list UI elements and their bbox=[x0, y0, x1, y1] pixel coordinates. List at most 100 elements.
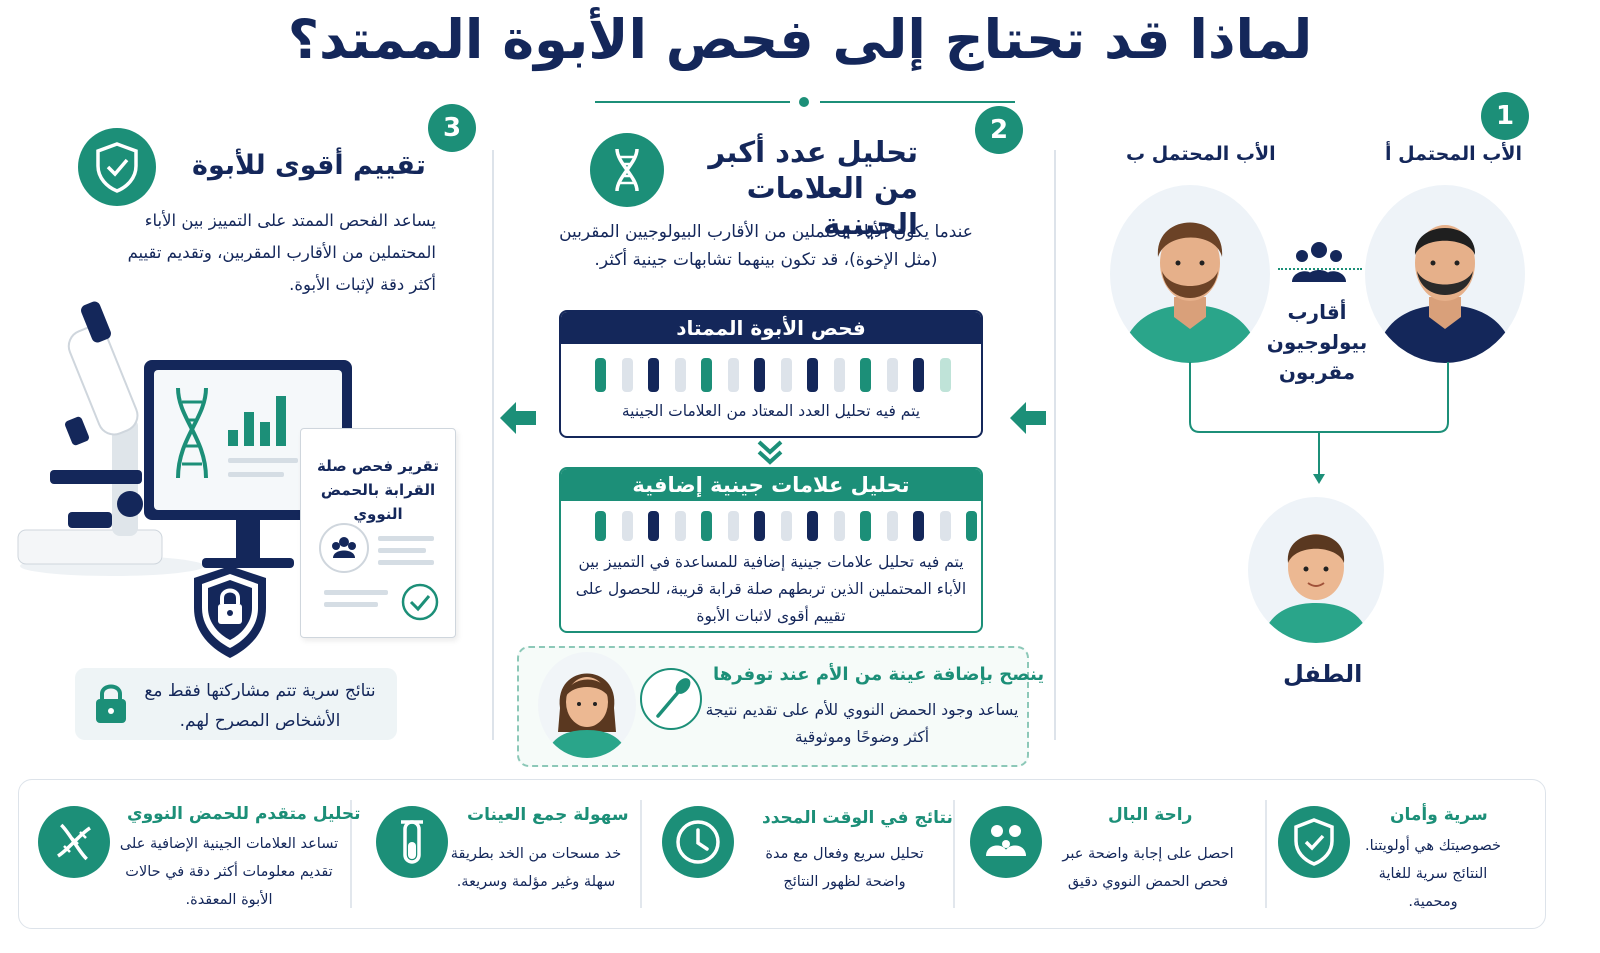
step-badge-1: 1 bbox=[1481, 92, 1529, 140]
genetic-marker bbox=[674, 511, 686, 541]
feature-title-1: راحة البال bbox=[1108, 805, 1193, 825]
genetic-marker bbox=[807, 511, 818, 541]
step2-description: عندما يكون الأباء محتملين من الأقارب الب… bbox=[559, 222, 973, 270]
shield-check-icon bbox=[1294, 818, 1334, 866]
feature-title-0: سرية وأمان bbox=[1390, 805, 1488, 825]
shield-badge bbox=[78, 128, 156, 206]
dna-badge bbox=[590, 133, 664, 207]
genetic-marker bbox=[595, 511, 606, 541]
feature-icon-4 bbox=[38, 806, 110, 878]
feature-icon-1 bbox=[970, 806, 1042, 878]
mother-sample-title: ينصح بإضافة عينة من الأم عند توفرها bbox=[713, 664, 1045, 685]
standard-test-title: فحص الأبوة الممتاد bbox=[561, 312, 981, 344]
father-b-label: الأب المحتمل ب bbox=[1126, 143, 1276, 165]
dna-icon bbox=[615, 148, 639, 192]
step-badge-2: 2 bbox=[975, 106, 1023, 154]
clock-icon bbox=[676, 820, 720, 864]
report-title: تقرير فحص صلة القرابة بالحمض النووي bbox=[317, 457, 439, 523]
genetic-marker bbox=[727, 358, 739, 392]
genetic-marker bbox=[860, 511, 871, 541]
feature-desc-2: تحليل سريع وفعال مع مدة واضحة لظهور النت… bbox=[765, 846, 924, 890]
feature-icon-3 bbox=[376, 806, 448, 878]
lock-shield-icon bbox=[194, 566, 266, 658]
shield-check-icon bbox=[96, 142, 138, 193]
boy-avatar-icon bbox=[1262, 534, 1370, 643]
genetic-marker bbox=[886, 358, 898, 392]
child-label: الطفل bbox=[1283, 660, 1363, 688]
feature-icon-0 bbox=[1278, 806, 1350, 878]
column-divider bbox=[1054, 150, 1056, 740]
genetic-marker bbox=[754, 358, 765, 392]
genetic-marker bbox=[595, 358, 606, 392]
swab-badge bbox=[640, 668, 702, 730]
feature-desc-0: خصوصيتك هي أولويتنا. النتائج سرية للغاية… bbox=[1364, 838, 1501, 910]
mother-avatar bbox=[538, 652, 636, 758]
marker-row-additional bbox=[561, 501, 981, 549]
father-a-avatar bbox=[1365, 185, 1525, 363]
marker-row-standard bbox=[561, 344, 981, 398]
genetic-marker bbox=[939, 511, 951, 541]
step2-heading: تحليل عدد أكبر من العلامات الجينية bbox=[708, 135, 918, 241]
father-b-avatar bbox=[1110, 185, 1270, 363]
title-divider bbox=[595, 96, 1015, 108]
swab-icon bbox=[656, 678, 691, 718]
feature-divider bbox=[640, 800, 642, 908]
dna-icon bbox=[57, 823, 91, 861]
genetic-marker bbox=[807, 358, 818, 392]
genetic-marker bbox=[621, 511, 633, 541]
features-bar bbox=[18, 779, 1546, 929]
microscope-icon bbox=[17, 301, 204, 576]
feature-title-3: سهولة جمع العينات bbox=[467, 805, 629, 825]
additional-markers-title: تحليل علامات جينية إضافية bbox=[561, 469, 981, 501]
genetic-marker bbox=[648, 358, 659, 392]
genetic-marker bbox=[701, 511, 712, 541]
genetic-marker bbox=[727, 511, 739, 541]
genetic-marker bbox=[780, 358, 792, 392]
genetic-marker bbox=[833, 511, 845, 541]
double-chevron-down-icon bbox=[757, 440, 783, 465]
feature-divider bbox=[350, 800, 352, 908]
genetic-marker bbox=[780, 511, 792, 541]
father-a-label: الأب المحتمل أ bbox=[1385, 143, 1523, 165]
step3-heading: تقييم أقوى للأبوة bbox=[192, 150, 426, 181]
family-tree-lines bbox=[1189, 362, 1449, 484]
monitor-icon bbox=[144, 360, 352, 568]
standard-test-note: يتم فيه تحليل العدد المعتاد من العلامات … bbox=[621, 402, 921, 420]
group-icon bbox=[1292, 242, 1346, 282]
feature-title-2: نتائج في الوقت المحدد bbox=[762, 808, 953, 828]
family-icon bbox=[986, 825, 1026, 856]
confidentiality-text: نتائج سرية تتم مشاركتها فقط مع الأشخاص ا… bbox=[144, 681, 376, 731]
man-avatar-icon bbox=[1120, 222, 1260, 363]
additional-markers-note: يتم فيه تحليل علامات جينية إضافية للمساع… bbox=[575, 553, 967, 625]
mother-sample-desc: يساعد وجود الحمض النووي للأم على تقديم ن… bbox=[705, 701, 1019, 746]
genetic-marker bbox=[648, 511, 659, 541]
relation-connector bbox=[1278, 268, 1362, 270]
lock-icon bbox=[96, 684, 126, 723]
genetic-marker bbox=[674, 358, 686, 392]
genetic-marker bbox=[886, 511, 898, 541]
genetic-marker bbox=[913, 511, 924, 541]
genetic-marker bbox=[966, 511, 977, 541]
feature-icon-2 bbox=[662, 806, 734, 878]
page-title: لماذا قد تحتاج إلى فحص الأبوة الممتد؟ bbox=[287, 8, 1313, 71]
genetic-marker bbox=[860, 358, 871, 392]
feature-title-4: تحليل متقدم للحمض النووي bbox=[127, 804, 361, 824]
feature-desc-3: خد مسحات من الخد بطريقة سهلة وغير مؤلمة … bbox=[450, 846, 622, 890]
woman-avatar-icon bbox=[546, 673, 628, 758]
arrow-left-icon bbox=[500, 402, 536, 434]
feature-divider bbox=[1265, 800, 1267, 908]
child-avatar bbox=[1248, 497, 1384, 643]
genetic-marker bbox=[754, 511, 765, 541]
arrow-left-icon bbox=[1010, 402, 1046, 434]
report-icon bbox=[319, 523, 439, 621]
standard-test-panel: فحص الأبوة الممتاد يتم فيه تحليل العدد ا… bbox=[559, 310, 983, 438]
feature-desc-1: احصل على إجابة واضحة عبر فحص الحمض النوو… bbox=[1062, 846, 1234, 890]
genetic-marker bbox=[833, 358, 845, 392]
feature-divider bbox=[953, 800, 955, 908]
man-avatar-icon bbox=[1375, 225, 1515, 363]
step3-description: يساعد الفحص الممتد على التمييز بين الأبا… bbox=[127, 211, 436, 294]
relatives-label: أقارب بيولوجيون مقربون bbox=[1266, 300, 1368, 384]
genetic-marker bbox=[701, 358, 712, 392]
test-tube-icon bbox=[401, 820, 423, 864]
confidentiality-box bbox=[75, 668, 397, 740]
